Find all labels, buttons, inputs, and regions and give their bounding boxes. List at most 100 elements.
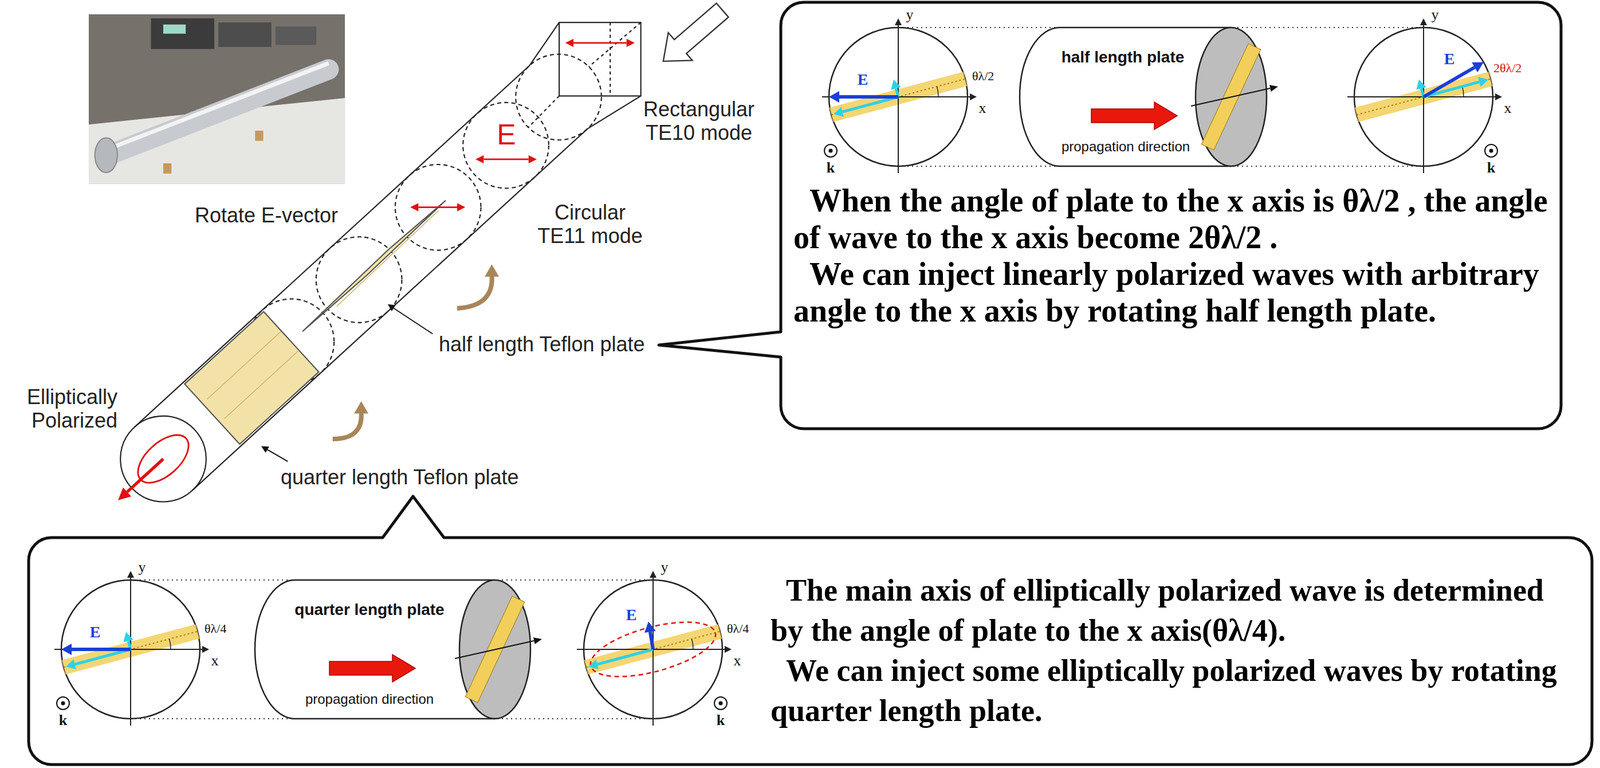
part-label: half length Teflon plate xyxy=(438,332,646,356)
propagation-arrow xyxy=(329,654,416,682)
part-label: Rotate E-vector xyxy=(166,203,338,227)
illustration-group xyxy=(88,3,729,502)
angle-label: θλ/4 xyxy=(204,621,227,636)
x-axis-head xyxy=(202,645,210,653)
callout-bubble: When the angle of plate to the x axis is… xyxy=(780,2,1562,429)
x-axis xyxy=(54,648,203,650)
polarization-circle: yE2θλ/2xk xyxy=(1337,5,1539,189)
e-field-arrow xyxy=(573,41,627,44)
callout-paragraph: We can inject some elliptically polarize… xyxy=(770,650,1584,731)
axis-label: x xyxy=(979,100,987,117)
photo-waveguide-tube xyxy=(108,69,329,156)
photo xyxy=(88,14,345,184)
callout-bubble: The main axis of elliptically polarized … xyxy=(28,537,1592,765)
callout-border xyxy=(658,2,1562,429)
propagation-axis-head xyxy=(533,637,542,644)
output-arrow-head xyxy=(118,487,132,501)
x-axis xyxy=(822,96,970,98)
photo-flange xyxy=(95,137,118,173)
cross-section xyxy=(462,102,549,189)
e-field-arrow-head xyxy=(565,38,574,47)
angle-label: 2θλ/2 xyxy=(1493,61,1522,76)
callout-text: The main axis of elliptically polarized … xyxy=(770,569,1584,731)
field-vector-head xyxy=(644,621,656,633)
axis-label: x xyxy=(211,652,219,670)
polarization-circle: yEθλ/4xk xyxy=(44,557,246,741)
field-vector-head xyxy=(828,91,840,103)
e-field-arrow xyxy=(418,206,458,208)
output-label: Elliptically Polarized xyxy=(2,384,118,433)
input-arrow xyxy=(663,3,729,62)
circular-waveguide-wall xyxy=(134,65,530,427)
plate-hatch xyxy=(224,351,298,419)
k-symbol xyxy=(56,696,70,710)
y-axis-head xyxy=(894,18,902,26)
hidden-edge xyxy=(588,22,642,67)
rectangular-waveguide xyxy=(559,22,642,96)
x-axis-head xyxy=(969,93,977,101)
angle-label: θλ/2 xyxy=(972,69,994,84)
k-symbol xyxy=(824,144,837,157)
plate-title: quarter length plate xyxy=(294,600,444,619)
angle-arc xyxy=(937,86,939,97)
propagation-axis xyxy=(454,640,534,659)
field-component xyxy=(842,96,899,112)
field-vector xyxy=(1423,67,1475,98)
field-component-head xyxy=(833,106,844,117)
polarization-figure xyxy=(1337,5,1539,189)
direction-label: propagation direction xyxy=(1061,139,1190,155)
rotation-arrow-head xyxy=(354,401,369,414)
wave-vector-label: k xyxy=(716,712,725,729)
polarization-circle: yEθλ/4xk xyxy=(567,557,768,741)
wave-vector-label: k xyxy=(1487,159,1496,177)
field-component xyxy=(75,649,131,664)
callout-paragraph: We can inject linearly polarized waves w… xyxy=(793,255,1550,329)
plate-hatch xyxy=(336,210,439,306)
direction-label: propagation direction xyxy=(305,691,434,707)
mode-label: Rectangular TE10 mode xyxy=(627,97,771,145)
field-label: E xyxy=(496,120,516,149)
photo-instrument xyxy=(218,22,272,47)
y-axis-head xyxy=(1420,18,1427,26)
leader-line xyxy=(393,308,433,334)
field-component-head xyxy=(890,79,901,90)
vector-label: E xyxy=(626,606,638,624)
angle-label: θλ/4 xyxy=(726,621,749,636)
field-vector-head xyxy=(1471,62,1484,73)
field-component-head xyxy=(588,658,599,669)
field-component-head xyxy=(65,658,77,669)
vector-label: E xyxy=(89,623,101,642)
photo-screen xyxy=(163,24,186,34)
rotation-arrow xyxy=(332,412,362,439)
waveguide-edge xyxy=(529,22,560,66)
photo-support xyxy=(163,163,172,174)
waveguide-edge xyxy=(587,95,642,129)
photo-tube-highlight xyxy=(108,63,329,149)
field-vector-head xyxy=(61,643,72,655)
plate-cylinder: quarter length plate propagation directio… xyxy=(254,576,533,722)
x-axis xyxy=(1347,96,1496,98)
polarization-ellipse xyxy=(584,610,721,687)
k-symbol-dot xyxy=(828,148,833,153)
x-axis-head xyxy=(724,645,732,653)
axis-label: y xyxy=(661,559,669,576)
circular-waveguide-wall xyxy=(191,128,588,491)
propagation-axis-head xyxy=(1269,84,1279,92)
callout-border xyxy=(28,496,1592,765)
y-axis xyxy=(1422,25,1425,174)
rotation-arrow-head xyxy=(484,264,499,277)
cross-section xyxy=(395,164,482,251)
field-component xyxy=(1423,81,1480,97)
polarization-figure xyxy=(567,557,768,741)
quarter-length-plate xyxy=(184,311,319,444)
k-symbol-dot xyxy=(61,701,66,706)
hidden-edge xyxy=(609,22,611,96)
field-component-head xyxy=(1416,79,1426,90)
callout-paragraph: When the angle of plate to the x axis is… xyxy=(793,182,1550,256)
e-field-arrow xyxy=(483,158,529,160)
field-component xyxy=(597,649,654,664)
mode-label: Circular TE11 mode xyxy=(532,200,648,249)
polarization-circle: yEθλ/2xk xyxy=(812,5,1013,189)
y-axis xyxy=(652,577,654,726)
